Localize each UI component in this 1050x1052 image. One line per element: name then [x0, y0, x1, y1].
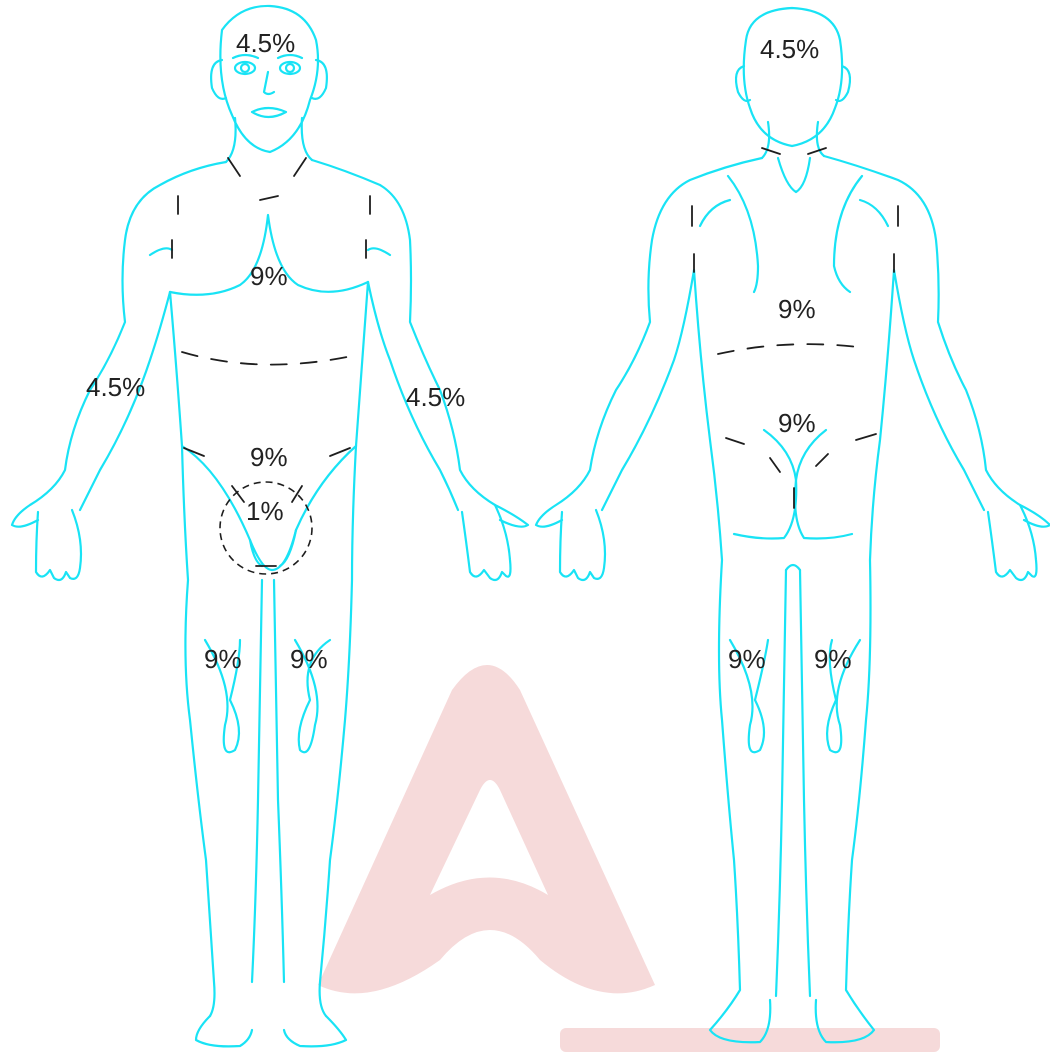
- label-back-lower-back: 9%: [778, 408, 816, 438]
- front-labels: 4.5% 9% 4.5% 4.5% 9% 1% 9% 9%: [86, 28, 465, 674]
- label-front-left-leg: 9%: [204, 644, 242, 674]
- label-front-right-arm: 4.5%: [406, 382, 465, 412]
- back-labels: 4.5% 9% 9% 9% 9%: [728, 34, 852, 674]
- label-front-genitals: 1%: [246, 496, 284, 526]
- label-front-left-arm: 4.5%: [86, 372, 145, 402]
- label-front-head: 4.5%: [236, 28, 295, 58]
- label-back-upper-back: 9%: [778, 294, 816, 324]
- label-back-left-leg: 9%: [728, 644, 766, 674]
- label-front-chest: 9%: [250, 261, 288, 291]
- label-front-abdomen: 9%: [250, 442, 288, 472]
- label-back-head: 4.5%: [760, 34, 819, 64]
- back-figure: [536, 8, 1050, 1042]
- watermark-logo: [318, 665, 940, 1052]
- label-back-right-leg: 9%: [814, 644, 852, 674]
- label-front-right-leg: 9%: [290, 644, 328, 674]
